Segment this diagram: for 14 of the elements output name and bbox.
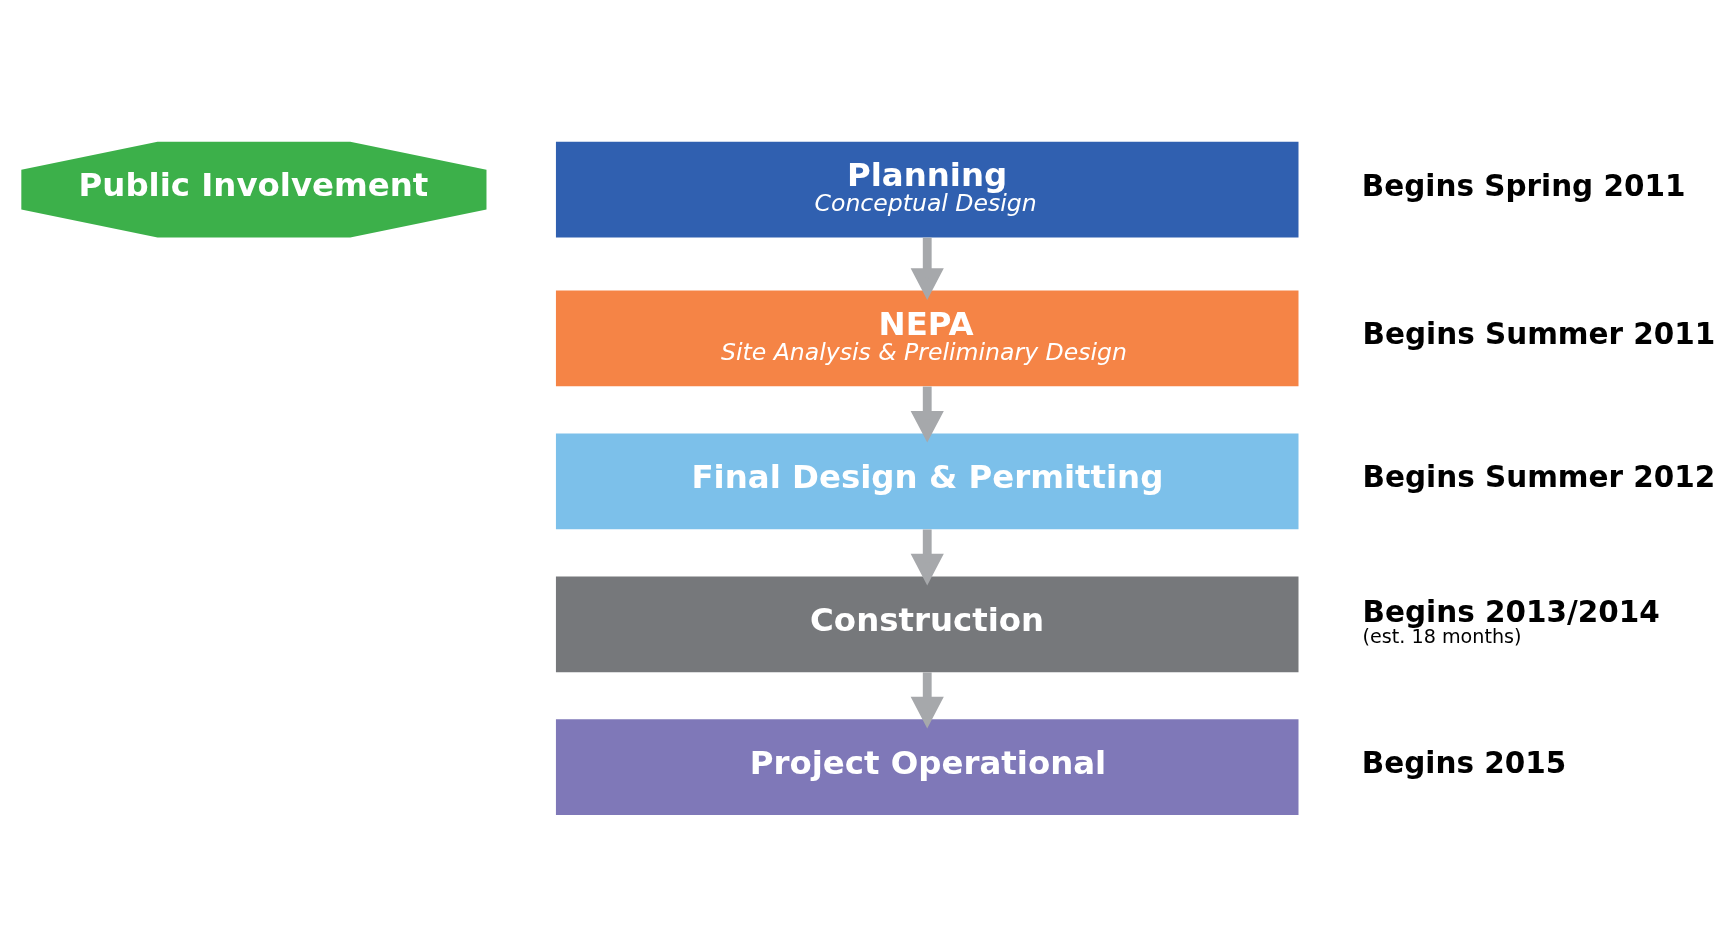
node-label: Begins Spring 2011 — [1361, 168, 1685, 203]
node-label: Begins 2015 — [1361, 745, 1566, 780]
node-label: Begins 2013/2014 — [1362, 594, 1660, 629]
arrow — [910, 386, 944, 443]
node-box: Project Operational — [555, 718, 1298, 815]
arrow — [910, 671, 944, 728]
node-box: NEPA Site Analysis & Preliminary Design — [555, 290, 1298, 386]
node-label: Begins Summer 2011 — [1362, 316, 1715, 351]
node-label: Begins Summer 2012 — [1362, 459, 1715, 494]
node-box: Planning Conceptual Design — [555, 141, 1298, 238]
node-box: Construction — [555, 575, 1298, 672]
arrow — [910, 237, 944, 300]
arrow — [910, 528, 944, 585]
node-box: Final Design & Permitting — [555, 433, 1298, 529]
